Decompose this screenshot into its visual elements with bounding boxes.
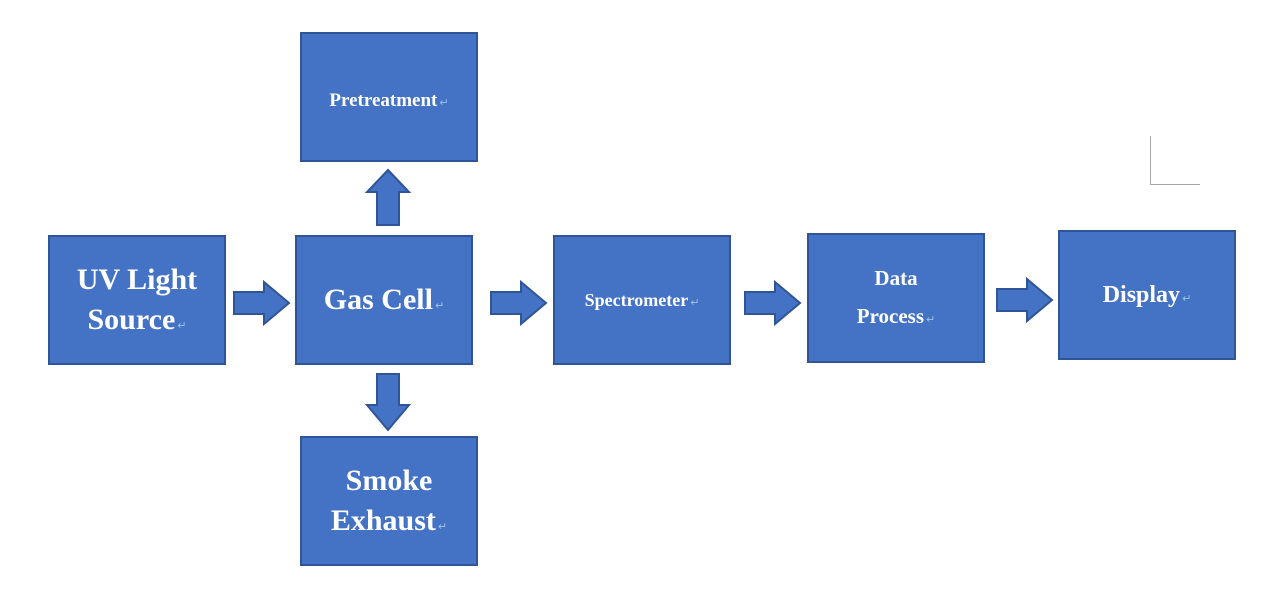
arrow-uv-to-gas-cell: [233, 279, 291, 327]
pretreatment-label: Pretreatment: [329, 90, 438, 111]
smoke-exhaust-box: Smoke Exhaust↵: [300, 436, 478, 566]
uv-light-source-box: UV Light Source↵: [48, 235, 226, 365]
arrow-gas-cell-to-smoke-exhaust: [364, 373, 412, 432]
paragraph-mark-icon: ↵: [177, 319, 187, 332]
spectrometer-box: Spectrometer↵: [553, 235, 731, 365]
display-label: Display: [1102, 281, 1181, 308]
uv-light-source-line-2: Source: [87, 303, 176, 336]
paragraph-mark-icon: ↵: [437, 520, 448, 533]
uv-light-source-line-1: UV Light: [76, 262, 198, 296]
paragraph-mark-icon: ↵: [690, 295, 700, 309]
paragraph-mark-icon: ↵: [434, 298, 445, 312]
data-process-line-2: Process: [856, 304, 925, 328]
data-process-box: Data Process↵: [807, 233, 985, 363]
data-process-line-1: Data: [874, 266, 918, 291]
paragraph-mark-icon: ↵: [1182, 291, 1192, 305]
display-box: Display↵: [1058, 230, 1236, 360]
arrow-gas-cell-to-pretreatment: [364, 168, 412, 226]
text-boundary-corner-mark: [1150, 136, 1200, 185]
smoke-exhaust-line-1: Smoke: [345, 463, 433, 497]
smoke-exhaust-line-2: Exhaust: [330, 504, 436, 537]
arrow-data-process-to-display: [996, 276, 1054, 324]
gas-cell-label: Gas Cell: [323, 282, 433, 316]
paragraph-mark-icon: ↵: [926, 313, 936, 326]
arrow-spectrometer-to-data-process: [744, 279, 802, 327]
paragraph-mark-icon: ↵: [439, 96, 449, 109]
spectrometer-label: Spectrometer: [584, 289, 689, 310]
gas-cell-box: Gas Cell↵: [295, 235, 473, 365]
arrow-gas-cell-to-spectrometer: [490, 279, 548, 327]
pretreatment-box: Pretreatment↵: [300, 32, 478, 162]
